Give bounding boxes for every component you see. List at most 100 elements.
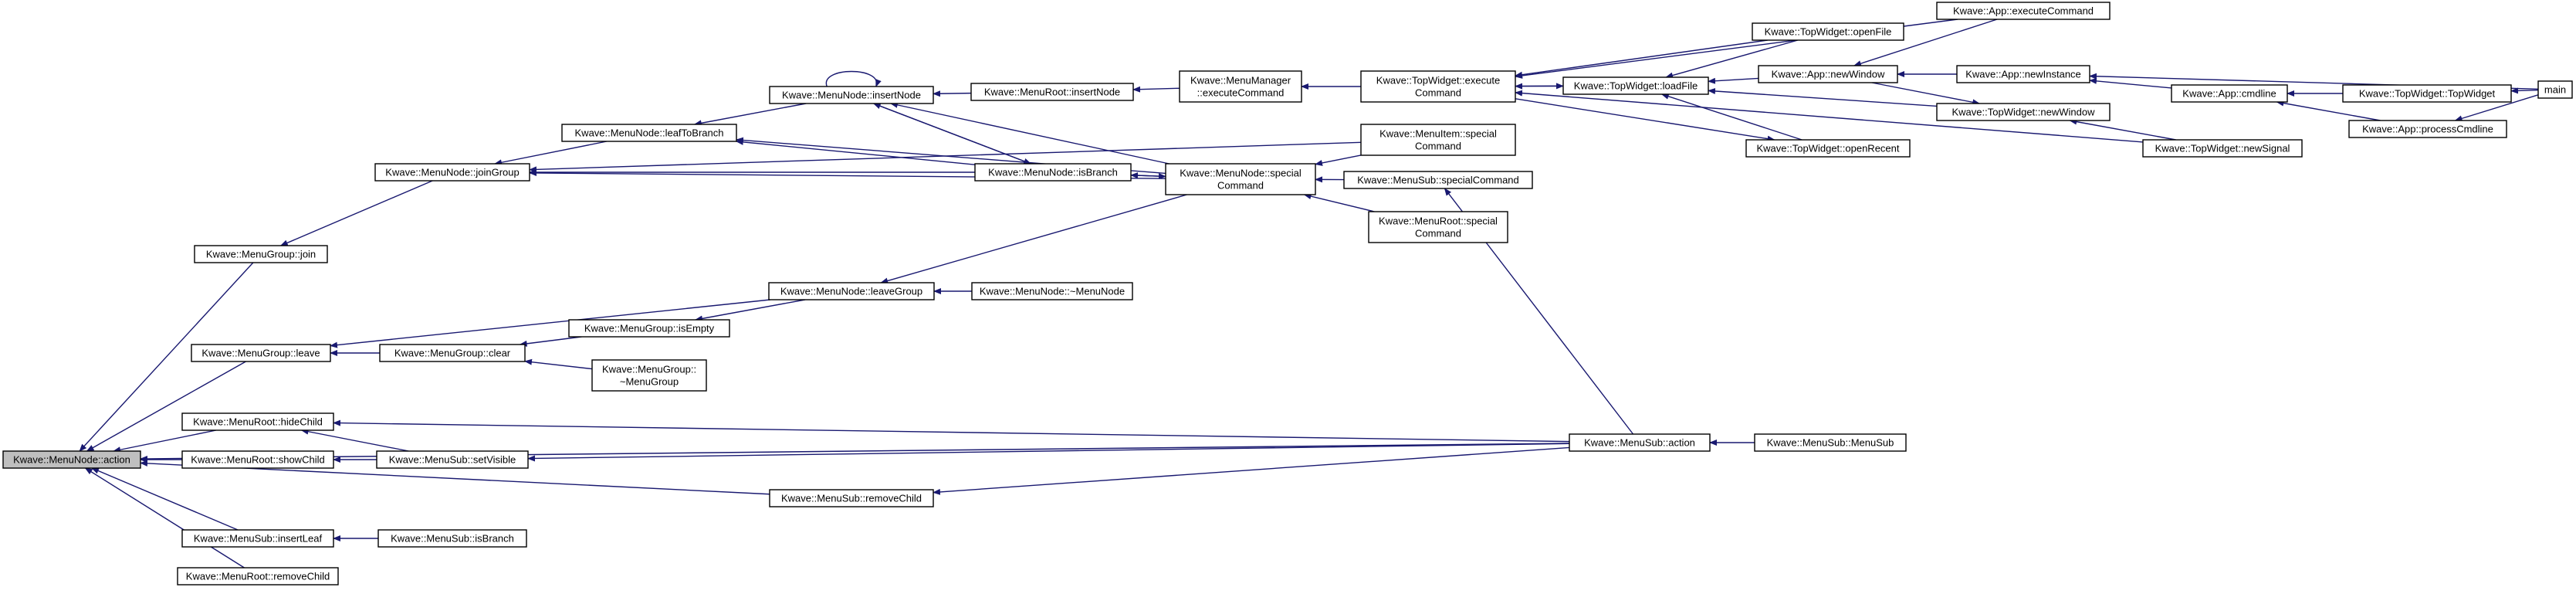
- node-box: [1758, 65, 1898, 83]
- node-subRemoveChild[interactable]: Kwave::MenuSub::removeChild: [769, 489, 934, 507]
- node-label: Kwave::TopWidget::execute: [1376, 75, 1500, 87]
- edge-action-to-join: [79, 262, 254, 452]
- node-cmdline[interactable]: Kwave::App::cmdline: [2171, 84, 2288, 103]
- node-nodeIsBranch[interactable]: Kwave::MenuNode::isBranch: [974, 163, 1132, 182]
- node-rootInsertNode[interactable]: Kwave::MenuRoot::insertNode: [970, 83, 1134, 101]
- edge-twExec-to-newSignal: [1515, 90, 2144, 143]
- node-label: Kwave::MenuRoot::removeChild: [186, 571, 330, 582]
- node-itemSpecial[interactable]: Kwave::MenuItem::specialCommand: [1360, 124, 1516, 156]
- node-box: [1569, 433, 1711, 452]
- node-box: [181, 529, 334, 548]
- edge-action-to-rootRemoveChild: [84, 467, 245, 569]
- node-label: Command: [1415, 87, 1461, 99]
- node-label: Kwave::MenuNode::~MenuNode: [980, 286, 1125, 297]
- node-label: Kwave::MenuItem::special: [1379, 128, 1497, 140]
- node-label: Kwave::MenuManager: [1190, 75, 1291, 87]
- node-subSpecial[interactable]: Kwave::MenuSub::specialCommand: [1343, 171, 1533, 189]
- node-hideChild[interactable]: Kwave::MenuRoot::hideChild: [181, 412, 334, 431]
- node-showChild[interactable]: Kwave::MenuRoot::showChild: [181, 450, 334, 469]
- node-label: Kwave::App::newInstance: [1965, 69, 2081, 80]
- node-box: [591, 359, 707, 392]
- node-box: [2537, 80, 2573, 99]
- node-nodeSpecial[interactable]: Kwave::MenuNode::specialCommand: [1165, 163, 1316, 195]
- node-twCtor[interactable]: Kwave::TopWidget::TopWidget: [2342, 84, 2512, 103]
- edge-loadFile-to-appNewWindow: [1708, 77, 1759, 84]
- node-setVisible[interactable]: Kwave::MenuSub::setVisible: [376, 450, 529, 469]
- node-box: [1562, 76, 1709, 95]
- node-box: [194, 245, 328, 263]
- node-label: Kwave::MenuGroup::isEmpty: [584, 323, 715, 334]
- edge-insertNode-to-insertNode: [825, 70, 882, 87]
- node-join[interactable]: Kwave::MenuGroup::join: [194, 245, 328, 263]
- node-newInstance[interactable]: Kwave::App::newInstance: [1956, 65, 2090, 83]
- node-label: Kwave::MenuNode::leafToBranch: [575, 127, 724, 139]
- node-label: Kwave::MenuNode::action: [13, 454, 130, 466]
- node-openFile[interactable]: Kwave::TopWidget::openFile: [1752, 22, 1904, 41]
- node-rootSpecial[interactable]: Kwave::MenuRoot::specialCommand: [1368, 211, 1508, 243]
- edge-action-to-subAction: [140, 443, 1570, 462]
- node-label: Kwave::MenuRoot::insertNode: [984, 87, 1120, 98]
- node-label: Kwave::MenuNode::joinGroup: [385, 167, 519, 178]
- node-rootRemoveChild[interactable]: Kwave::MenuRoot::removeChild: [177, 567, 339, 586]
- node-label: ~MenuGroup: [620, 376, 679, 388]
- node-box: [1956, 65, 2090, 83]
- node-leaveGroup[interactable]: Kwave::MenuNode::leaveGroup: [768, 282, 935, 300]
- node-box: [1936, 103, 2111, 121]
- node-label: Kwave::MenuSub::specialCommand: [1357, 175, 1519, 186]
- edge-loadFile-to-twNewWindow: [1708, 87, 1938, 107]
- node-box: [2, 450, 141, 469]
- node-leafToBranch[interactable]: Kwave::MenuNode::leafToBranch: [561, 124, 737, 142]
- node-groupDtor[interactable]: Kwave::MenuGroup::~MenuGroup: [591, 359, 707, 392]
- node-label: Kwave::TopWidget::loadFile: [1574, 80, 1698, 92]
- edge-appNewWindow-to-appExec: [1853, 19, 1998, 67]
- node-openRecent[interactable]: Kwave::TopWidget::openRecent: [1745, 139, 1911, 158]
- node-box: [1343, 171, 1533, 189]
- node-joinGroup[interactable]: Kwave::MenuNode::joinGroup: [374, 163, 530, 182]
- node-clear[interactable]: Kwave::MenuGroup::clear: [379, 344, 526, 362]
- edge-clear-to-isEmpty: [519, 336, 582, 347]
- node-label: main: [2544, 84, 2566, 96]
- node-box: [374, 163, 530, 182]
- edges-layer: [79, 19, 2539, 569]
- edge-leave-to-leaveGroup: [330, 299, 770, 348]
- edge-hideChild-to-setVisible: [300, 428, 409, 452]
- node-subAction[interactable]: Kwave::MenuSub::action: [1569, 433, 1711, 452]
- node-leave[interactable]: Kwave::MenuGroup::leave: [191, 344, 331, 362]
- edge-nodeSpecial-to-rootSpecial: [1303, 193, 1375, 212]
- edge-action-to-insertLeaf: [91, 467, 239, 531]
- node-action[interactable]: Kwave::MenuNode::action: [2, 450, 141, 469]
- node-label: Kwave::App::executeCommand: [1953, 5, 2094, 17]
- node-box: [2348, 120, 2507, 138]
- node-appExec[interactable]: Kwave::App::executeCommand: [1936, 2, 2111, 20]
- node-insertNode[interactable]: Kwave::MenuNode::insertNode: [769, 86, 934, 104]
- node-appNewWindow[interactable]: Kwave::App::newWindow: [1758, 65, 1898, 83]
- node-label: Kwave::MenuSub::removeChild: [781, 493, 922, 504]
- node-loadFile[interactable]: Kwave::TopWidget::loadFile: [1562, 76, 1709, 95]
- node-label: Kwave::MenuNode::insertNode: [782, 90, 921, 101]
- node-label: Kwave::App::cmdline: [2182, 88, 2276, 100]
- node-main[interactable]: main: [2537, 80, 2573, 99]
- node-newSignal[interactable]: Kwave::TopWidget::newSignal: [2142, 139, 2303, 158]
- node-mmExec[interactable]: Kwave::MenuManager::executeCommand: [1179, 70, 1302, 103]
- node-label: Kwave::MenuGroup::leave: [201, 348, 320, 359]
- node-label: Kwave::MenuRoot::special: [1379, 216, 1498, 227]
- node-isEmpty[interactable]: Kwave::MenuGroup::isEmpty: [568, 319, 730, 338]
- node-box: [1752, 22, 1904, 41]
- node-box: [1360, 124, 1516, 156]
- node-label: ::executeCommand: [1197, 87, 1285, 99]
- node-insertLeaf[interactable]: Kwave::MenuSub::insertLeaf: [181, 529, 334, 548]
- node-label: Kwave::TopWidget::openRecent: [1757, 143, 1900, 154]
- edge-nodeIsBranch-to-insertNode: [873, 103, 1032, 165]
- node-label: Kwave::MenuNode::special: [1180, 168, 1302, 179]
- node-nodeDtor[interactable]: Kwave::MenuNode::~MenuNode: [971, 282, 1133, 300]
- node-processCmdline[interactable]: Kwave::App::processCmdline: [2348, 120, 2507, 138]
- node-twExec[interactable]: Kwave::TopWidget::executeCommand: [1360, 70, 1516, 103]
- node-box: [377, 529, 527, 548]
- node-subIsBranch[interactable]: Kwave::MenuSub::isBranch: [377, 529, 527, 548]
- node-subCtor[interactable]: Kwave::MenuSub::MenuSub: [1754, 433, 1907, 452]
- edge-nodeSpecial-to-itemSpecial: [1315, 154, 1362, 166]
- node-twNewWindow[interactable]: Kwave::TopWidget::newWindow: [1936, 103, 2111, 121]
- edge-isEmpty-to-leaveGroup: [695, 299, 806, 322]
- node-box: [1360, 70, 1516, 103]
